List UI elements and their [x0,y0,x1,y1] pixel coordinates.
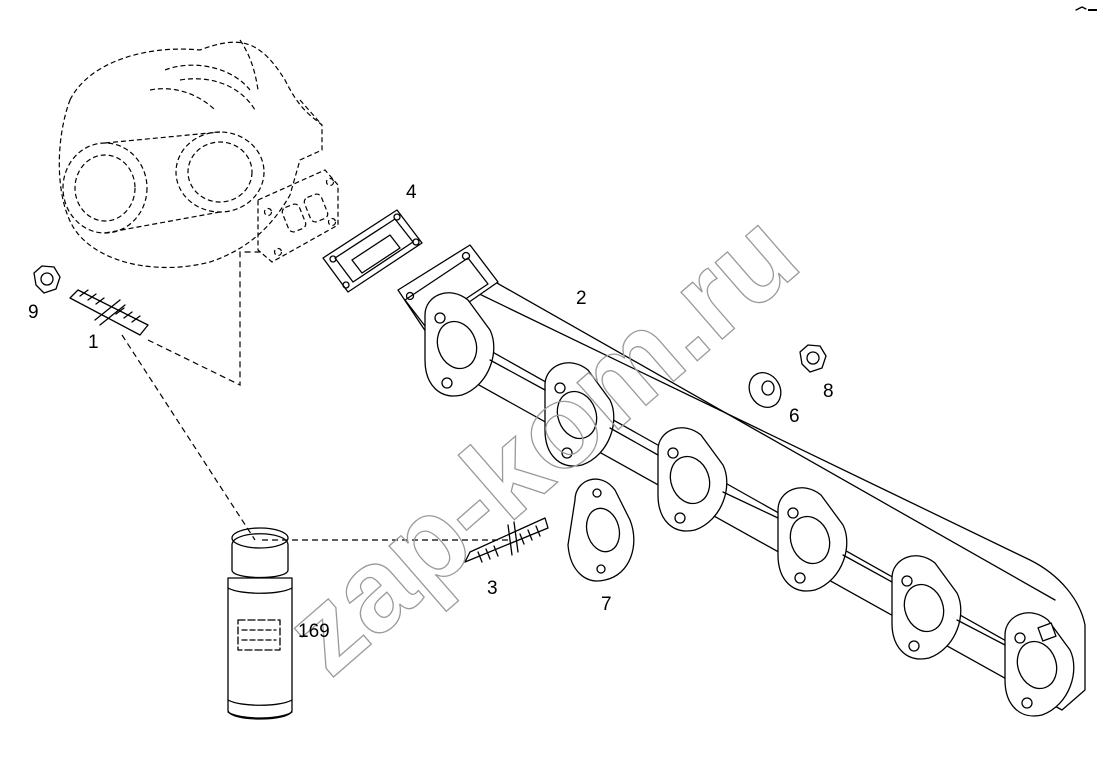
manifold-port-flange-3 [657,427,728,532]
manifold-port-flange-2 [544,362,615,467]
manifold-port-flange-1 [424,292,495,397]
callout-169: 169 [298,621,330,642]
reference-leaders [121,251,510,541]
callout-4: 4 [406,182,417,203]
callout-3: 3 [487,578,498,599]
port-gasket [567,478,635,582]
manifold-port-flange-5 [891,555,962,660]
manifold-port-flange-4 [777,487,848,592]
turbo-gasket [322,209,423,293]
callout-6: 6 [789,406,800,427]
nut-8 [799,344,827,373]
manifold-port-flange-6 [1004,612,1075,717]
nut-9 [33,265,61,294]
callout-9: 9 [28,302,39,323]
compound-tube [227,527,293,720]
callout-7: 7 [601,594,612,615]
corner-mark [1075,6,1097,11]
callout-1: 1 [88,332,99,353]
callout-2: 2 [576,288,587,309]
callout-8: 8 [823,381,834,402]
stud-1 [69,289,149,336]
washer [748,372,782,408]
turbocharger-outline [58,39,339,269]
exhaust-manifold [397,244,1086,717]
